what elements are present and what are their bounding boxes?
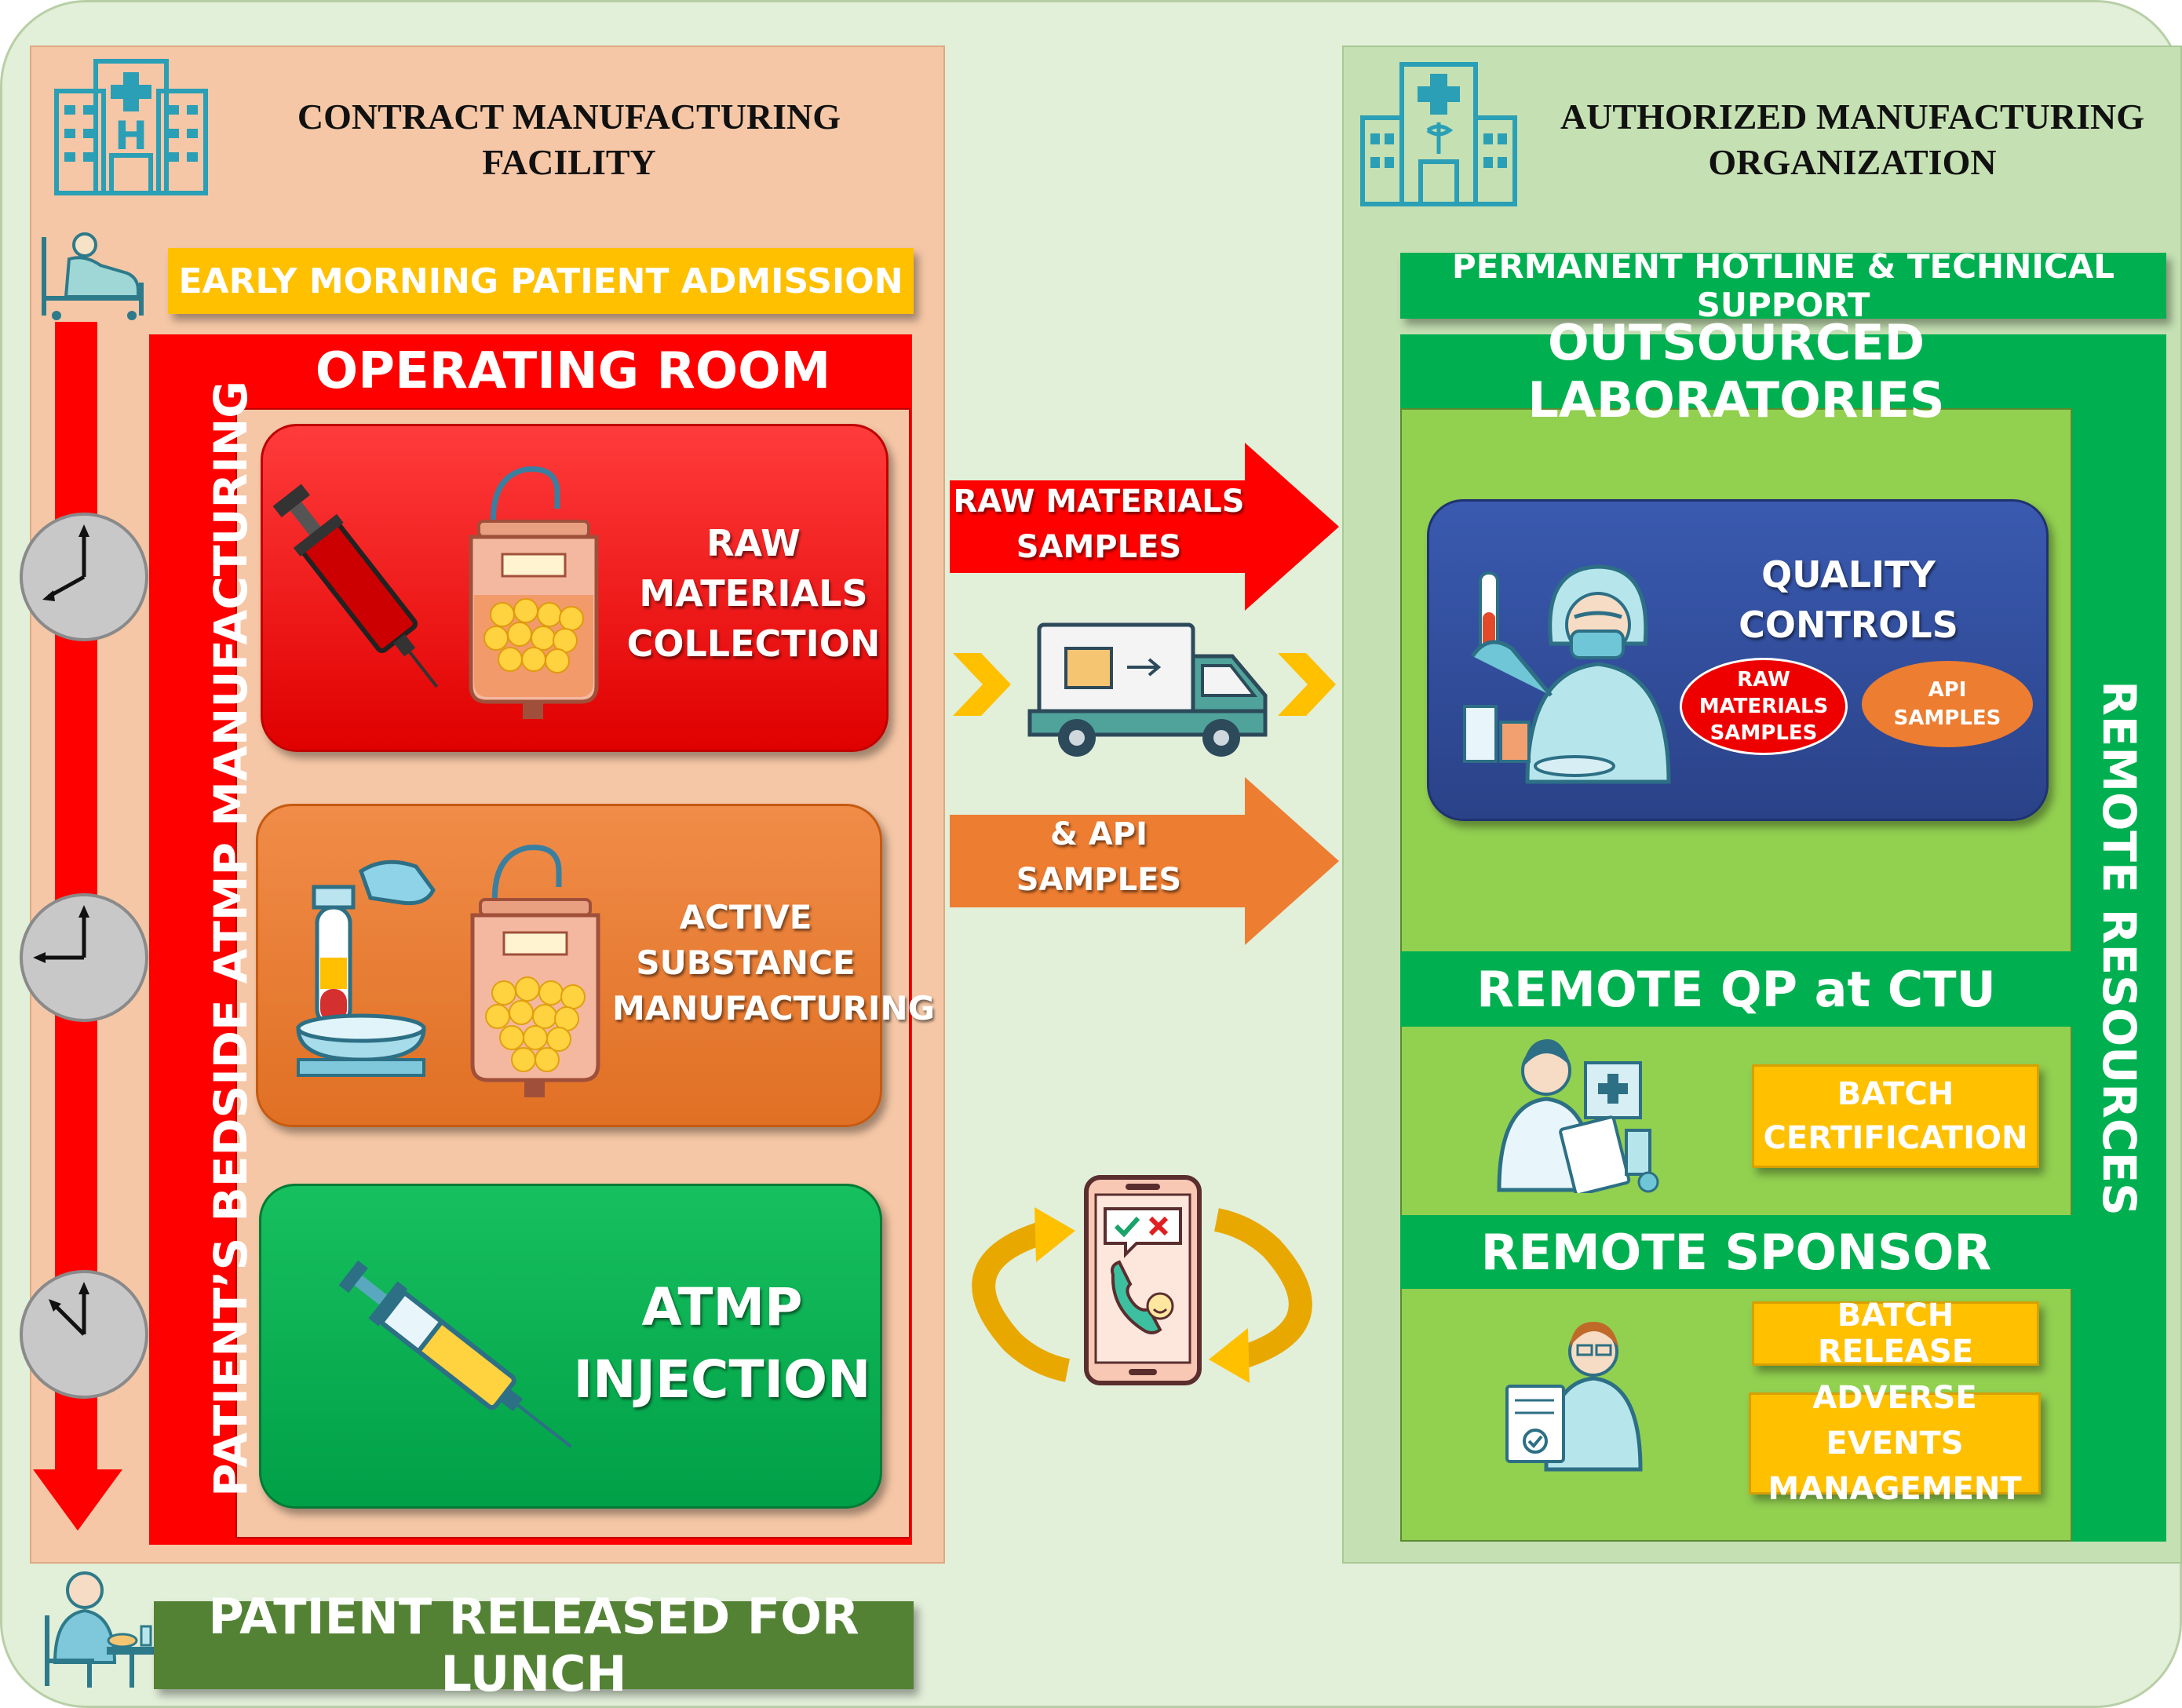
early-admission-banner: EARLY MORNING PATIENT ADMISSION (168, 248, 914, 314)
exchange-arrows-icon (972, 1207, 1312, 1383)
truck-icon (1027, 622, 1268, 757)
active-substance-text: ACTIVE SUBSTANCE MANUFACTURING (612, 895, 936, 1031)
batch-certification-box: BATCH CERTIFICATION (1752, 1064, 2039, 1168)
right-title-line1: AUTHORIZED MANUFACTURING (1560, 97, 2145, 137)
batch-release-box: BATCH RELEASE (1752, 1297, 2039, 1370)
raw-bubble-line1: RAW (1737, 668, 1790, 692)
patient-bed-icon (42, 232, 144, 320)
api-samples-bubble: API SAMPLES (1862, 661, 2033, 747)
api-bubble-line2: SAMPLES (1893, 706, 2001, 730)
adverse-line1: ADVERSE EVENTS (1812, 1380, 1977, 1462)
arrow-top-line1: RAW MATERIALS (953, 484, 1245, 520)
hospital-icon: H (54, 59, 208, 195)
card3-line1: ATMP (641, 1277, 803, 1338)
remote-qp-title: REMOTE QP at CTU (1400, 951, 2072, 1027)
clock-icon (20, 893, 148, 1022)
sponsor-doctor-icon (1505, 1322, 1643, 1472)
arrow-top-line2: SAMPLES (1016, 529, 1182, 565)
clock-icon (20, 1270, 148, 1399)
blood-bag-icon (470, 845, 600, 1097)
atmp-injection-text: ATMP INJECTION (565, 1272, 879, 1416)
svg-text:H: H (115, 113, 148, 159)
patient-released-banner: PATIENT RELEASED FOR LUNCH (154, 1588, 914, 1703)
blood-bag-icon (469, 466, 599, 719)
hotline-banner: PERMANENT HOTLINE & TECHNICAL SUPPORT (1400, 247, 2166, 324)
card1-line3: COLLECTION (626, 622, 881, 665)
lab-technician-icon (1463, 564, 1671, 784)
adverse-events-box: ADVERSE EVENTS MANAGEMENT (1749, 1380, 2041, 1507)
card1-line2: MATERIALS (639, 572, 868, 615)
patient-eating-icon (45, 1571, 155, 1688)
batch-cert-line1: BATCH (1837, 1076, 1954, 1112)
card1-line1: RAW (706, 522, 801, 564)
remote-resources-label: REMOTE RESOURCES (2093, 681, 2146, 1216)
batch-cert-line2: CERTIFICATION (1763, 1120, 2028, 1156)
left-panel-title: CONTRACT MANUFACTURING FACILITY (235, 94, 903, 185)
card3-line2: INJECTION (573, 1349, 871, 1410)
clock-icon (20, 513, 148, 641)
right-panel-title: AUTHORIZED MANUFACTURING ORGANIZATION (1531, 94, 2174, 185)
raw-materials-samples-arrow (950, 443, 1339, 611)
card2-line1: ACTIVE (679, 898, 812, 936)
chevron-right-icon (953, 653, 1011, 716)
card2-line3: MANUFACTURING (612, 989, 936, 1027)
syringe-icon (338, 1260, 572, 1448)
outsourced-labs-title: OUTSOURCED LABORATORIES (1527, 314, 1945, 429)
raw-bubble-line3: SAMPLES (1709, 721, 1818, 745)
phone-icon (1084, 1175, 1202, 1385)
card2-line2: SUBSTANCE (636, 943, 856, 982)
right-title-line2: ORGANIZATION (1708, 142, 1997, 182)
quality-controls-text: QUALITY CONTROLS (1680, 549, 2017, 650)
left-title-line1: CONTRACT MANUFACTURING (297, 97, 841, 137)
arrow-bottom-line2: SAMPLES (1016, 862, 1182, 898)
quality-line2: CONTROLS (1739, 604, 1958, 646)
remote-sponsor-title: REMOTE SPONSOR (1400, 1215, 2072, 1289)
api-samples-label: & API SAMPLES (950, 812, 1248, 903)
syringe-icon (272, 484, 439, 688)
raw-bubble-line2: MATERIALS (1699, 695, 1829, 718)
raw-materials-samples-label: RAW MATERIALS SAMPLES (950, 479, 1248, 570)
chevron-right-icon (1278, 653, 1336, 716)
api-bubble-line1: API (1928, 678, 1967, 702)
operating-room-title: OPERATING ROOM (315, 342, 831, 400)
api-samples-arrow (950, 777, 1339, 945)
raw-materials-samples-bubble: RAW MATERIALS SAMPLES (1680, 658, 1848, 755)
adverse-line2: MANAGEMENT (1768, 1471, 2022, 1507)
arrow-bottom-line1: & API (1050, 816, 1148, 852)
test-tube-hand-icon (296, 859, 436, 1077)
atmp-injection-card (259, 1184, 882, 1509)
pharmacist-icon (1497, 1039, 1659, 1193)
left-title-line2: FACILITY (482, 142, 656, 182)
quality-line1: QUALITY (1761, 553, 1936, 596)
raw-materials-collection-text: RAW MATERIALS COLLECTION (620, 518, 887, 669)
pharmacy-building-icon (1360, 62, 1517, 206)
